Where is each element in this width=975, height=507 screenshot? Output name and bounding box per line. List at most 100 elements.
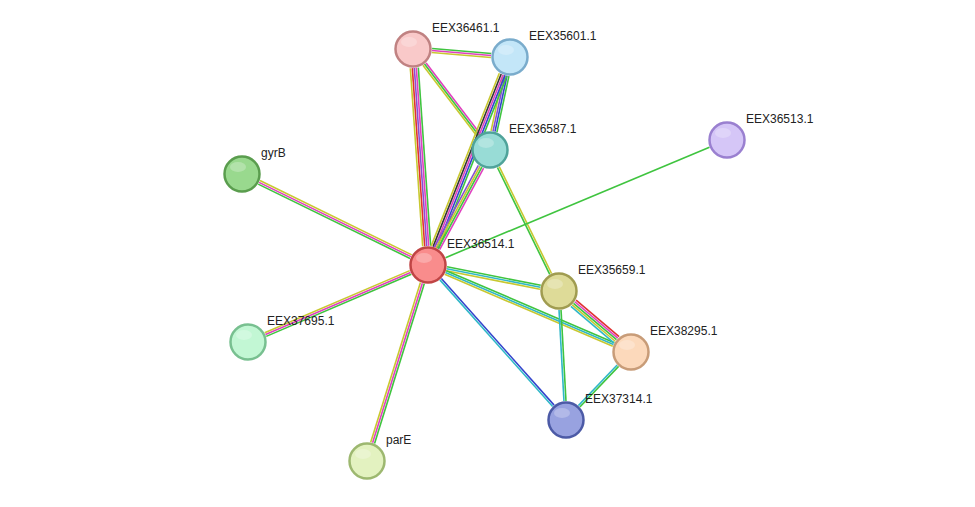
evidence-line <box>265 271 410 333</box>
evidence-line <box>412 68 424 246</box>
evidence-line <box>447 269 541 288</box>
circle-highlight <box>554 408 570 418</box>
evidence-line <box>423 65 477 136</box>
circle-highlight <box>547 279 563 289</box>
circle-shape <box>231 325 266 360</box>
protein-node: EEX37695.1 <box>229 323 267 361</box>
evidence-line <box>260 181 412 255</box>
evidence-line <box>447 267 541 286</box>
interaction-edge <box>265 271 412 337</box>
circle-shape <box>549 403 584 438</box>
node-label: EEX38295.1 <box>650 324 717 338</box>
evidence-line <box>446 271 614 343</box>
interaction-edge <box>431 73 507 249</box>
node-label: EEX36513.1 <box>746 112 813 126</box>
circle-shape <box>473 133 508 168</box>
circle-highlight <box>715 128 731 138</box>
evidence-line <box>440 280 553 407</box>
evidence-line <box>375 284 425 444</box>
interaction-edge <box>571 300 619 343</box>
node-label: EEX37695.1 <box>267 314 334 328</box>
evidence-line <box>441 279 554 406</box>
circle-shape <box>614 335 649 370</box>
node-circle <box>612 333 650 371</box>
evidence-line <box>426 63 480 134</box>
protein-node: EEX35601.1 <box>491 38 529 76</box>
circle-shape <box>225 157 260 192</box>
node-label: parE <box>386 433 411 447</box>
node-label: EEX36461.1 <box>432 21 499 35</box>
evidence-line <box>445 272 613 344</box>
interaction-edge <box>371 283 425 444</box>
interaction-edge <box>423 63 480 136</box>
circle-highlight <box>236 330 252 340</box>
interaction-edge <box>497 167 551 275</box>
protein-node: gyrB <box>223 155 261 193</box>
evidence-line <box>559 310 564 401</box>
protein-node: EEX36513.1 <box>708 121 746 159</box>
evidence-line <box>575 302 618 338</box>
node-circle <box>540 272 578 310</box>
evidence-line <box>371 283 421 443</box>
protein-node: EEX36587.1 <box>471 131 509 169</box>
circle-shape <box>710 123 745 158</box>
node-label: EEX36587.1 <box>509 122 576 136</box>
protein-node: EEX36461.1 <box>394 30 432 68</box>
node-label: EEX36514.1 <box>447 237 514 251</box>
evidence-line <box>576 300 619 336</box>
circle-shape <box>493 40 528 75</box>
protein-node: EEX36514.1 <box>409 246 447 284</box>
evidence-line <box>438 167 482 249</box>
evidence-line <box>436 166 480 248</box>
circle-highlight <box>498 45 514 55</box>
evidence-line <box>434 165 478 247</box>
node-label: EEX37314.1 <box>585 392 652 406</box>
interaction-edge <box>432 49 491 58</box>
node-circle <box>223 155 261 193</box>
node-circle <box>409 246 447 284</box>
interaction-edge <box>440 279 554 407</box>
node-label: EEX35659.1 <box>578 263 645 277</box>
circle-highlight <box>355 449 371 459</box>
evidence-line <box>432 53 491 58</box>
node-label: gyrB <box>261 146 286 160</box>
interaction-edge <box>410 68 430 247</box>
evidence-line <box>425 64 479 135</box>
evidence-line <box>265 272 410 334</box>
evidence-line <box>259 182 411 256</box>
evidence-line <box>373 283 423 443</box>
node-circle <box>471 131 509 169</box>
evidence-line <box>266 274 411 336</box>
node-circle <box>394 30 432 68</box>
node-circle <box>348 442 386 480</box>
circle-highlight <box>416 253 432 263</box>
interaction-edge <box>559 310 566 401</box>
interaction-edge <box>445 271 615 347</box>
node-circle <box>491 38 529 76</box>
interaction-edge <box>258 181 412 259</box>
circle-highlight <box>478 138 494 148</box>
protein-node: EEX35659.1 <box>540 272 578 310</box>
node-circle <box>708 121 746 159</box>
circle-highlight <box>230 162 246 172</box>
circle-shape <box>542 274 577 309</box>
circle-highlight <box>619 340 635 350</box>
evidence-line <box>571 306 614 342</box>
protein-node: EEX37314.1 <box>547 401 585 439</box>
evidence-line <box>572 305 615 341</box>
evidence-line <box>410 68 422 246</box>
node-label: EEX35601.1 <box>529 29 596 43</box>
circle-shape <box>396 32 431 67</box>
evidence-line <box>258 184 410 258</box>
circle-highlight <box>401 37 417 47</box>
interaction-edge <box>446 267 541 290</box>
evidence-line <box>446 271 540 290</box>
protein-node: parE <box>348 442 386 480</box>
circle-shape <box>411 248 446 283</box>
circle-shape <box>350 444 385 479</box>
evidence-line <box>573 303 616 339</box>
evidence-line <box>497 168 549 275</box>
node-circle <box>229 323 267 361</box>
